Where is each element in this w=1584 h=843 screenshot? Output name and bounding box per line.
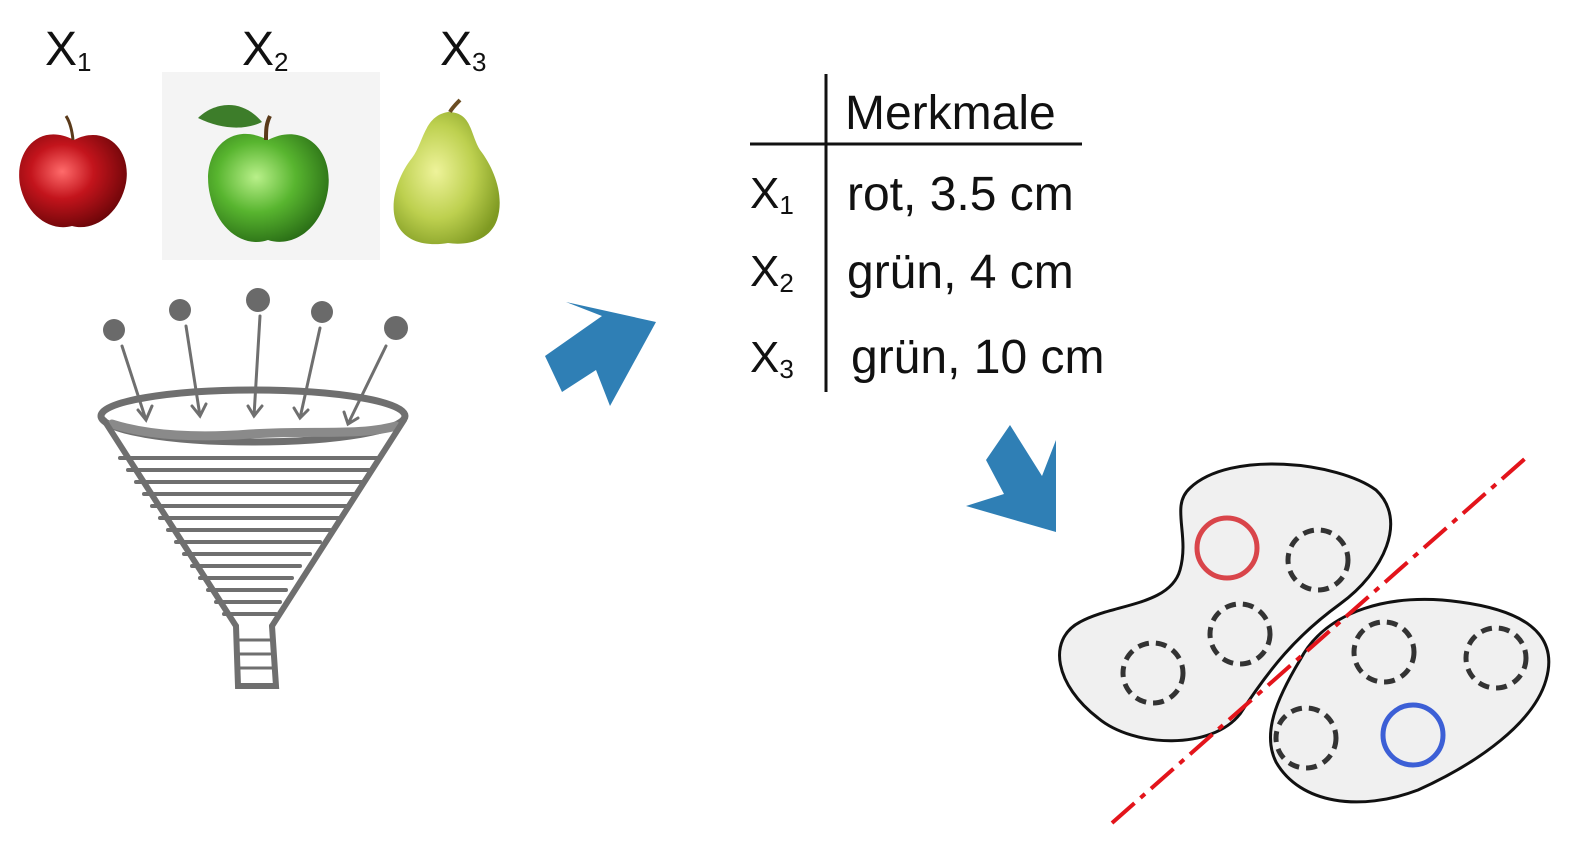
green-apple-icon	[198, 104, 329, 243]
arrow-icon	[545, 302, 656, 406]
item-label-x1: X1	[45, 23, 92, 77]
item-label-x3: X3	[440, 23, 487, 77]
highlight-point-blue	[1380, 702, 1446, 768]
table-row-label-x1: X1	[750, 169, 794, 220]
point	[1120, 640, 1186, 706]
point	[1207, 601, 1273, 667]
table-row-label-x2: X2	[750, 247, 794, 298]
cluster-b-blob	[1268, 597, 1551, 804]
table-row-value-x3: grün, 10 cm	[851, 331, 1105, 384]
arrow-icon	[966, 425, 1056, 532]
point	[1273, 705, 1339, 771]
cluster-diagram	[1058, 454, 1551, 825]
table-header: Merkmale	[845, 87, 1056, 140]
funnel-icon	[97, 288, 409, 689]
separator-line	[1110, 454, 1530, 825]
point	[1285, 527, 1351, 593]
point	[1351, 619, 1417, 685]
highlight-point-red	[1194, 515, 1260, 581]
table-row-value-x2: grün, 4 cm	[847, 246, 1074, 299]
table-row-label-x3: X3	[750, 333, 794, 384]
pear-icon	[393, 98, 500, 245]
red-apple-icon	[19, 115, 127, 228]
table-row-value-x1: rot, 3.5 cm	[847, 168, 1074, 221]
point	[1463, 625, 1529, 691]
item-label-x2: X2	[242, 23, 289, 77]
